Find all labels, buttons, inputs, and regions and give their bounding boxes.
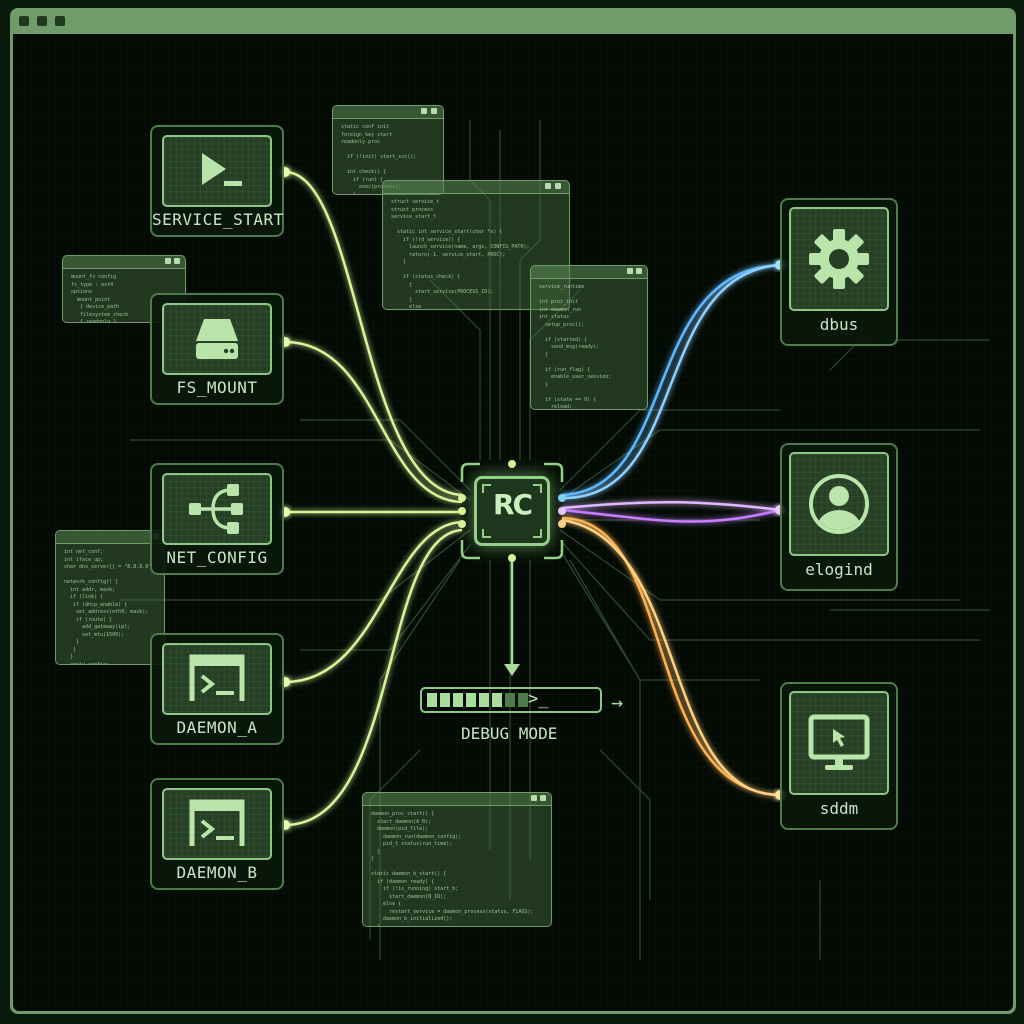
window-button-3[interactable] [55,16,65,26]
hub-core [474,476,550,546]
code-panel-3: service_runtime int proc_init int daemon… [530,265,648,410]
terminal-prompt-icon [202,153,242,186]
terminal-window-icon [189,799,245,846]
node-net-config[interactable]: NET_CONFIG [150,463,284,575]
code-panel-4: mount_fs config fs_type : ext4 options m… [62,255,186,323]
node-daemon-b[interactable]: DAEMON_B [150,778,284,890]
node-label: elogind [805,560,873,579]
node-label: DAEMON_A [176,718,258,737]
progress-segment [427,693,437,707]
node-label: NET_CONFIG [166,548,268,567]
window-button-2[interactable] [37,16,47,26]
code-panel-2: struct service_t struct process service_… [382,180,570,310]
node-label: FS_MOUNT [176,378,258,397]
terminal-window-icon [189,654,245,701]
progress-segment [492,693,502,707]
node-daemon-a[interactable]: DAEMON_A [150,633,284,745]
gear-icon [809,229,869,289]
title-bar [10,8,1016,34]
progress-segment [453,693,463,707]
network-branch-icon [189,484,243,534]
hub-label: RC [492,488,533,521]
node-label: sddm [819,799,859,818]
debug-progress-bar[interactable]: >_ [420,687,602,713]
debug-mode-label: DEBUG MODE [461,724,558,743]
user-circle-icon [809,474,869,534]
node-label: DAEMON_B [176,863,258,882]
node-sddm[interactable]: sddm [780,682,898,830]
node-elogind[interactable]: elogind [780,443,898,591]
progress-segment [466,693,476,707]
arrow-right-icon: → [611,690,624,714]
node-service-start[interactable]: SERVICE_START [150,125,284,237]
progress-segment [518,693,528,707]
progress-segment [440,693,450,707]
rc-hub[interactable]: RC [458,460,566,562]
node-label: dbus [819,315,859,334]
progress-segment [505,693,515,707]
node-fs-mount[interactable]: FS_MOUNT [150,293,284,405]
hard-drive-icon [196,319,238,359]
code-panel-6: daemon_proc_start() { start_daemon(A_B);… [362,792,552,927]
window-button-1[interactable] [19,16,29,26]
monitor-cursor-icon [808,714,870,770]
node-label: SERVICE_START [152,210,284,229]
hub-brackets [458,460,566,562]
code-panel-5: int net_conf; int iface_up; char dns_ser… [55,530,165,665]
node-dbus[interactable]: dbus [780,198,898,346]
progress-segment [479,693,489,707]
debug-prompt: >_ [528,689,549,709]
